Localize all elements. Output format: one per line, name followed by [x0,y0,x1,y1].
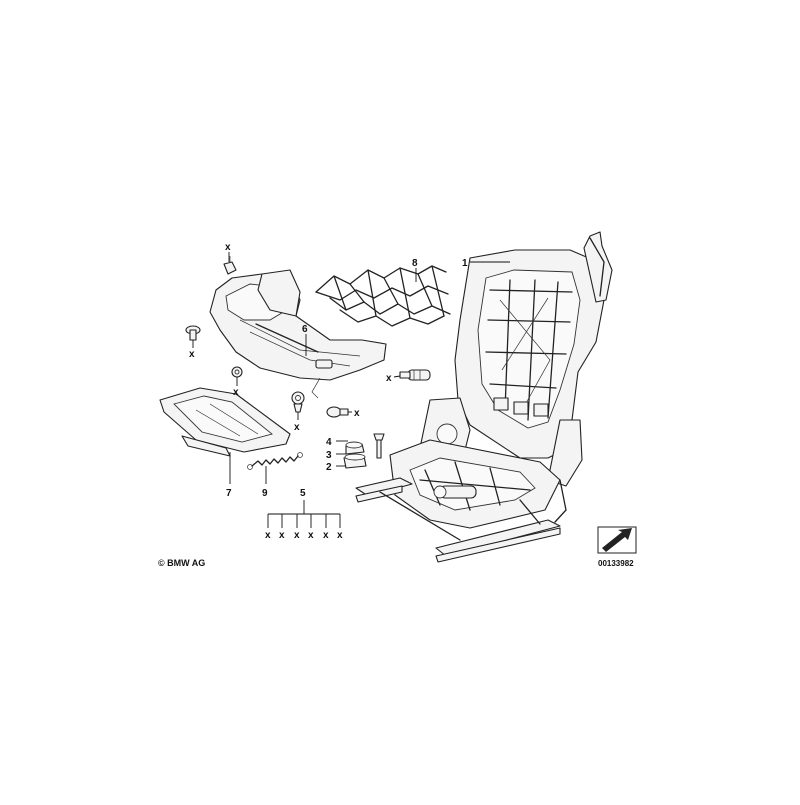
screw-part[interactable] [373,433,385,459]
seat-frame-part[interactable] [355,231,613,563]
x-mark[interactable]: x [386,373,392,384]
callout-1[interactable]: 1 [462,258,468,269]
callout-5[interactable]: 5 [300,488,306,499]
callout-3[interactable]: 3 [326,450,332,461]
x-mark[interactable]: x [233,387,239,398]
tension-spring-part[interactable] [247,452,303,470]
seat-shell-part[interactable] [209,269,387,399]
x-mark[interactable]: x [189,349,195,360]
copyright-notice: © BMW AG [158,558,205,568]
x-mark[interactable]: x [294,530,300,541]
bushing-part[interactable] [343,453,367,469]
spacer-part[interactable] [291,391,305,413]
callout-4[interactable]: 4 [326,437,332,448]
x-mark[interactable]: x [308,530,314,541]
direction-arrow-icon [597,526,637,554]
front-extension-part[interactable] [159,387,291,457]
leader-x-sleeve [393,375,401,378]
callout-8[interactable]: 8 [412,258,418,269]
grommet-part[interactable] [231,366,243,378]
small-parts-set-part[interactable] [267,500,341,528]
x-mark[interactable]: x [279,530,285,541]
drawing-number: 00133982 [598,559,634,568]
push-rivet-left-part[interactable] [185,325,201,341]
callout-6[interactable]: 6 [302,324,308,335]
x-mark[interactable]: x [225,242,231,253]
bolt-sleeve-part[interactable] [399,369,431,381]
callout-7[interactable]: 7 [226,488,232,499]
cap-part[interactable] [345,441,365,455]
callout-2[interactable]: 2 [326,462,332,473]
clip-top-part[interactable] [223,256,237,275]
x-mark[interactable]: x [265,530,271,541]
spring-mat-part[interactable] [315,265,451,327]
push-rivet-center-part[interactable] [326,406,349,418]
x-mark[interactable]: x [354,408,360,419]
x-mark[interactable]: x [323,530,329,541]
x-mark[interactable]: x [294,422,300,433]
callout-9[interactable]: 9 [262,488,268,499]
x-mark[interactable]: x [337,530,343,541]
